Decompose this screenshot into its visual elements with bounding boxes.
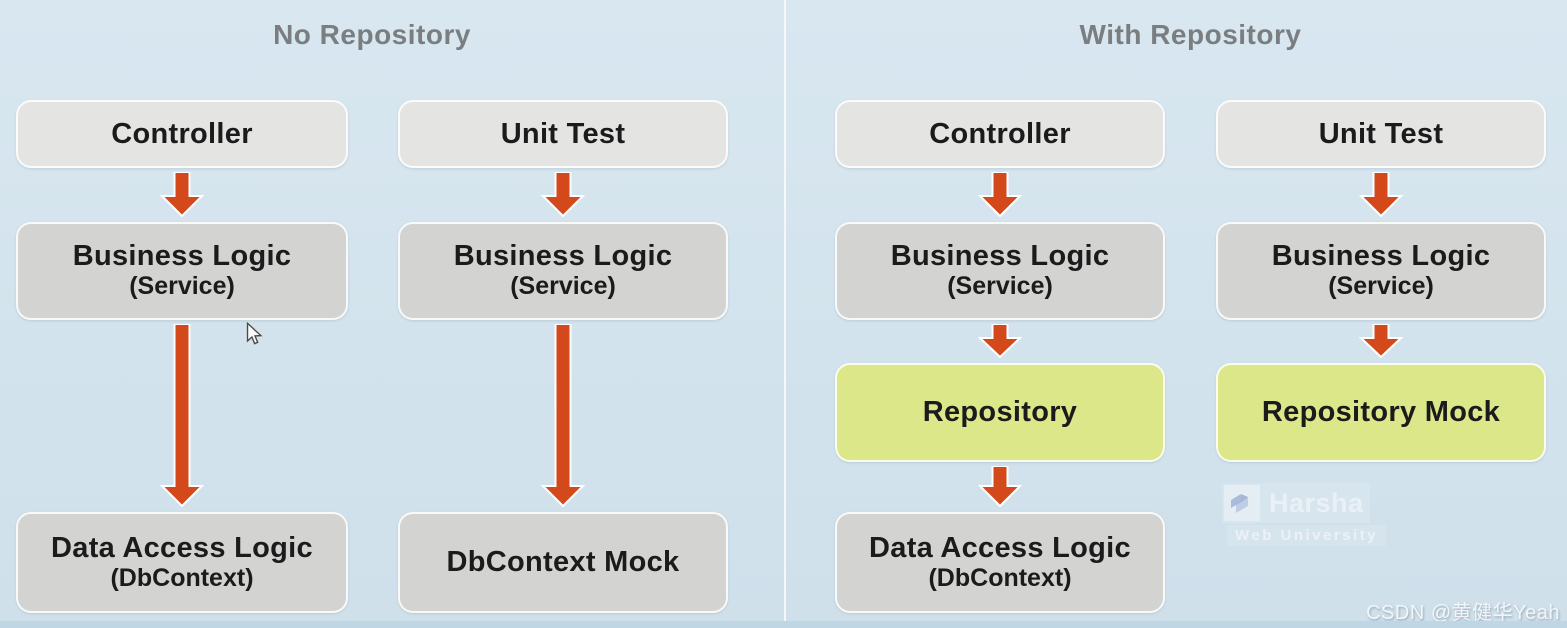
node-sublabel: (Service)	[947, 272, 1053, 301]
mouse-cursor-icon	[246, 321, 265, 353]
section-title-with-repository: With Repository	[1079, 19, 1302, 50]
section-divider	[784, 0, 786, 628]
node-label: Business Logic	[72, 240, 292, 273]
node-business-logic: Business Logic(Service)	[1216, 222, 1546, 320]
down-arrow-icon	[541, 324, 585, 507]
node-controller: Controller	[16, 100, 348, 168]
down-arrow-icon	[978, 324, 1022, 358]
node-data-access-logic: Data Access Logic(DbContext)	[835, 512, 1165, 613]
section-title-no-repository: No Repository	[273, 19, 471, 50]
down-arrow-icon	[978, 466, 1022, 507]
node-sublabel: (Service)	[129, 272, 235, 301]
node-label: Business Logic	[890, 240, 1110, 273]
node-dbcontext-mock: DbContext Mock	[398, 512, 728, 613]
node-repository-mock: Repository Mock	[1216, 363, 1546, 462]
node-unit-test: Unit Test	[1216, 100, 1546, 168]
node-business-logic: Business Logic(Service)	[16, 222, 348, 320]
down-arrow-icon	[1359, 172, 1403, 217]
node-sublabel: (DbContext)	[928, 563, 1072, 592]
watermark-brand: Harsha	[1269, 487, 1364, 518]
watermark-subtitle: Web University	[1227, 525, 1387, 546]
node-repository: Repository	[835, 363, 1165, 462]
node-label: Controller	[111, 117, 253, 150]
layers-icon	[1224, 485, 1260, 521]
node-label: Data Access Logic	[51, 531, 313, 564]
down-arrow-icon	[978, 172, 1022, 217]
node-label: Business Logic	[453, 240, 673, 273]
node-business-logic: Business Logic(Service)	[398, 222, 728, 320]
down-arrow-icon	[541, 172, 585, 217]
down-arrow-icon	[160, 172, 204, 217]
node-business-logic: Business Logic(Service)	[835, 222, 1165, 320]
watermark: Harsha Web University	[1222, 483, 1387, 546]
node-label: DbContext Mock	[446, 546, 680, 579]
node-label: Unit Test	[1318, 117, 1444, 150]
bottom-strip	[0, 621, 1567, 628]
down-arrow-icon	[1359, 324, 1403, 358]
node-label: Data Access Logic	[869, 531, 1131, 564]
credit-text: CSDN @黄健华Yeah	[1366, 602, 1560, 624]
node-label: Controller	[929, 117, 1071, 150]
node-label: Repository	[922, 396, 1078, 429]
node-label: Unit Test	[500, 117, 626, 150]
node-unit-test: Unit Test	[398, 100, 728, 168]
node-data-access-logic: Data Access Logic(DbContext)	[16, 512, 348, 613]
node-sublabel: (Service)	[1328, 272, 1434, 301]
down-arrow-icon	[160, 324, 204, 507]
node-sublabel: (DbContext)	[110, 563, 254, 592]
node-label: Business Logic	[1271, 240, 1491, 273]
watermark-badge: Harsha	[1222, 483, 1370, 523]
node-controller: Controller	[835, 100, 1165, 168]
node-label: Repository Mock	[1261, 396, 1501, 429]
node-sublabel: (Service)	[510, 272, 616, 301]
